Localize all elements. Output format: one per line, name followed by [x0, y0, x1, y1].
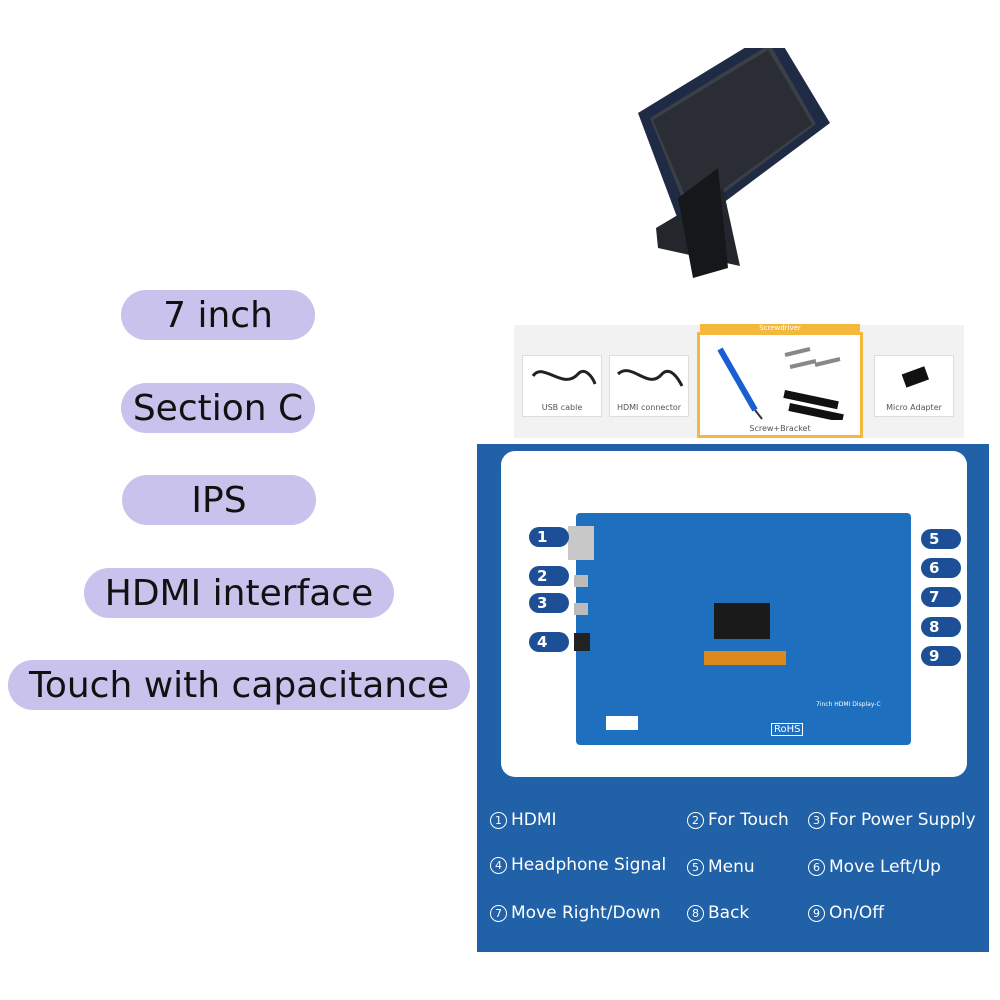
feature-touch: Touch with capacitance: [8, 660, 470, 710]
micro-adapter-label: Micro Adapter: [886, 403, 942, 412]
micro-adapter-item: Micro Adapter: [874, 355, 954, 417]
screw-bracket-label: Screw+Bracket: [749, 424, 811, 433]
badge-9: 9: [921, 646, 961, 666]
badge-1: 1: [529, 527, 569, 547]
board-panel: RoHS 7inch HDMI Display-C 1 2 3 4 5 6 7 …: [477, 444, 989, 952]
screwdriver-bracket-item: Screwdriver Screw+Bracket: [697, 324, 863, 438]
usb-cable-label: USB cable: [541, 403, 583, 412]
screwdriver-icon: [717, 347, 844, 423]
badge-4: 4: [529, 632, 569, 652]
accessories-strip: USB cable HDMI connector Screwdriver Scr…: [514, 324, 964, 438]
feature-section: Section C: [121, 383, 315, 433]
product-photo: [478, 17, 990, 320]
micro-adapter-icon: [901, 366, 930, 388]
pcb-board: RoHS 7inch HDMI Display-C: [568, 513, 911, 745]
badge-5: 5: [921, 529, 961, 549]
feature-interface: HDMI interface: [84, 568, 394, 618]
badge-3: 3: [529, 593, 569, 613]
ribbon-connector: [704, 651, 786, 665]
hdmi-connector-item: HDMI connector: [609, 355, 689, 417]
usb-cable-icon: [531, 369, 597, 385]
badge-6: 6: [921, 558, 961, 578]
hdmi-cable-icon: [616, 369, 684, 387]
micro-usb-port-touch: [574, 575, 588, 587]
board-title-silk: 7inch HDMI Display-C: [816, 701, 881, 708]
micro-usb-port-power: [574, 603, 588, 615]
badge-8: 8: [921, 617, 961, 637]
hdmi-port: [568, 526, 594, 560]
badge-7: 7: [921, 587, 961, 607]
badge-2: 2: [529, 566, 569, 586]
board-card: RoHS 7inch HDMI Display-C 1 2 3 4 5 6 7 …: [501, 451, 967, 777]
feature-size: 7 inch: [121, 290, 315, 340]
screwdriver-label: Screwdriver: [700, 324, 860, 332]
hdmi-connector-label: HDMI connector: [616, 403, 682, 412]
rohs-mark: RoHS: [771, 723, 804, 736]
feature-panel-type: IPS: [122, 475, 316, 525]
board-label-sticker: [606, 716, 638, 730]
main-chip: [714, 603, 770, 639]
usb-cable-item: USB cable: [522, 355, 602, 417]
headphone-jack: [574, 633, 590, 651]
monitor-illustration: [638, 17, 830, 278]
